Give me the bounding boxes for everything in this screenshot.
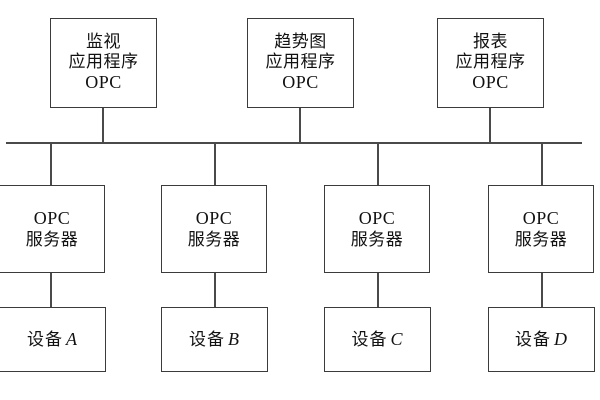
device-a-letter: A xyxy=(66,328,78,349)
connector-bus-to-server-3 xyxy=(377,142,379,185)
connector-server-4-to-device-d xyxy=(541,273,543,307)
connector-server-1-to-device-a xyxy=(50,273,52,307)
server-box-4[interactable]: OPC 服务器 xyxy=(488,185,594,273)
app-monitor-line1: 监视 xyxy=(86,32,121,52)
connector-app-report-to-bus xyxy=(489,108,491,143)
server-box-2[interactable]: OPC 服务器 xyxy=(161,185,267,273)
server-3-line2: 服务器 xyxy=(350,229,404,249)
connector-app-monitor-to-bus xyxy=(102,108,104,143)
device-b-letter: B xyxy=(228,328,240,349)
connector-server-2-to-device-b xyxy=(214,273,216,307)
app-monitor-line2: 应用程序 xyxy=(68,52,139,72)
app-trend-line3: OPC xyxy=(282,72,319,93)
connector-bus-to-server-2 xyxy=(214,142,216,185)
connector-bus-to-server-1 xyxy=(50,142,52,185)
device-c-text: 设备 xyxy=(351,329,388,349)
device-b-text: 设备 xyxy=(189,329,225,349)
server-box-3[interactable]: OPC 服务器 xyxy=(324,185,430,273)
app-trend-line2: 应用程序 xyxy=(265,52,336,72)
app-box-report[interactable]: 报表 应用程序 OPC xyxy=(437,18,544,108)
app-box-trend[interactable]: 趋势图 应用程序 OPC xyxy=(247,18,354,108)
connector-server-3-to-device-c xyxy=(377,273,379,307)
server-2-line2: 服务器 xyxy=(187,229,241,249)
server-4-line2: 服务器 xyxy=(514,229,568,249)
app-monitor-line3: OPC xyxy=(85,72,122,93)
app-trend-line1: 趋势图 xyxy=(274,32,327,52)
app-box-monitor[interactable]: 监视 应用程序 OPC xyxy=(50,18,157,108)
device-c-letter: C xyxy=(390,328,404,349)
server-2-line1: OPC xyxy=(195,208,233,229)
server-3-line1: OPC xyxy=(358,208,396,229)
device-d-text: 设备 xyxy=(515,329,551,349)
server-1-line1: OPC xyxy=(33,208,71,229)
device-d-letter: D xyxy=(554,328,568,349)
connector-app-trend-to-bus xyxy=(299,108,301,143)
server-box-1[interactable]: OPC 服务器 xyxy=(0,185,105,273)
device-a-text: 设备 xyxy=(27,329,63,349)
connector-bus-to-server-4 xyxy=(541,142,543,185)
app-report-line2: 应用程序 xyxy=(455,52,526,72)
server-1-line2: 服务器 xyxy=(25,229,79,249)
app-report-line3: OPC xyxy=(472,72,509,93)
network-bus xyxy=(6,142,582,144)
server-4-line1: OPC xyxy=(522,208,560,229)
app-report-line1: 报表 xyxy=(473,32,508,52)
